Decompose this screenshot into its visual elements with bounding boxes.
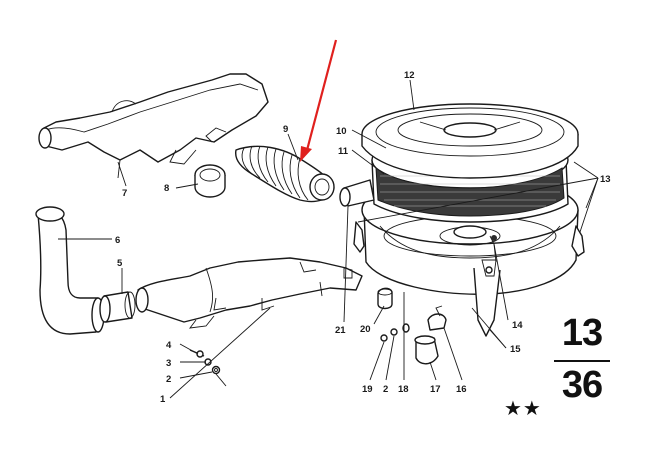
part-5-sleeve [99,291,136,323]
callout-6: 6 [115,235,120,246]
callout-labels: 7 8 9 10 11 12 13 6 5 21 14 15 20 19 2 1… [115,70,611,405]
callout-12: 12 [404,70,415,81]
part-1-intake-duct-lower [135,257,363,329]
callout-2-left: 2 [166,374,171,385]
callout-13: 13 [600,174,611,185]
highlight-arrow [300,39,338,162]
diagram-number-top: 13 [561,312,603,354]
callout-10: 10 [336,126,347,137]
diagram-number-bottom: 36 [561,364,603,406]
callout-20: 20 [360,324,371,335]
callout-16: 16 [456,384,467,395]
callout-4: 4 [166,340,172,351]
hardware-16-20 [377,287,447,365]
part-6-elbow-hose [35,206,105,335]
air-cleaner-assembly [339,103,585,337]
callout-19: 19 [362,384,373,395]
callout-11: 11 [338,146,349,157]
part-9-corrugated-hose [235,145,335,203]
callout-18: 18 [398,384,409,395]
stars-mark: ★★ [504,396,542,420]
callout-21: 21 [335,325,346,336]
callout-1: 1 [160,394,166,405]
callout-15: 15 [510,344,521,355]
callout-5: 5 [117,258,123,269]
leader-lines [58,79,599,399]
callout-2-right: 2 [383,384,388,395]
part-7-intake-duct-upper [38,73,269,179]
part-8-ring [194,164,226,198]
callout-7: 7 [122,188,127,199]
diagram-number-divider [554,360,610,362]
callout-9: 9 [283,124,288,135]
callout-3: 3 [166,358,171,369]
callout-17: 17 [430,384,441,395]
callout-8: 8 [164,183,169,194]
callout-14: 14 [512,320,523,331]
